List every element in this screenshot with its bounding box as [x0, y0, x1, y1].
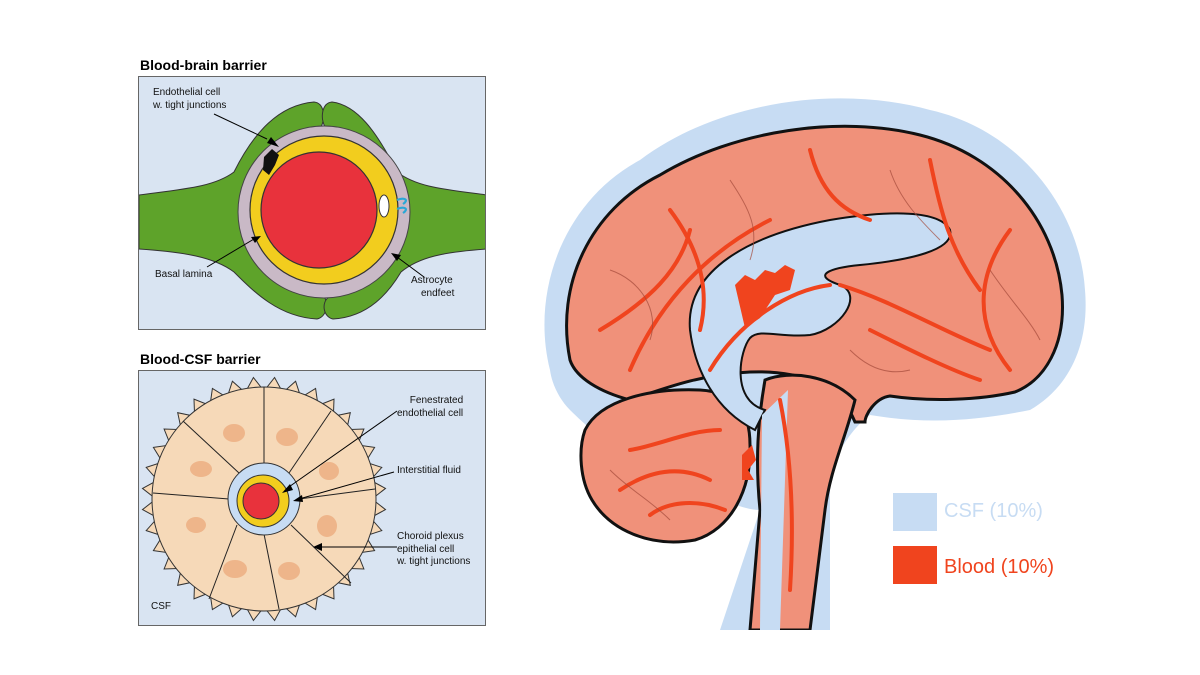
brain-illustration: [544, 98, 1086, 630]
lateral-ventricle: [688, 212, 952, 432]
csf-barrier-title: Blood-CSF barrier: [140, 351, 261, 367]
label-fenestrated-line1: Fenestrated: [409, 395, 464, 406]
cerebellum: [579, 388, 752, 544]
label-choroid: Choroid plexus epithelial cell w. tight …: [397, 531, 470, 569]
legend-csf-swatch: [893, 493, 937, 531]
bbb-panel: Endothelial cell w. tight junctions Basa…: [138, 76, 486, 330]
label-choroid-line1: Choroid plexus: [397, 531, 464, 542]
label-endothelial-line1: Endothelial cell: [153, 87, 221, 98]
label-astrocyte: Astrocyte endfeet: [411, 275, 454, 300]
legend-blood-swatch: [893, 546, 937, 584]
label-fenestrated: Fenestrated endothelial cell: [397, 395, 463, 420]
tight-junction: [263, 149, 279, 175]
label-basal-lamina: Basal lamina: [155, 269, 213, 280]
label-astrocyte-line2: endfeet: [421, 287, 455, 299]
aquaporin-mark: [396, 197, 407, 214]
label-endothelial: Endothelial cell w. tight junctions: [153, 87, 226, 112]
pointer-endothelial: [213, 113, 268, 140]
choroid-plexus-4th: [742, 445, 756, 480]
label-astrocyte-line1: Astrocyte: [411, 275, 453, 286]
blood-lumen: [260, 151, 378, 269]
choroid-plexus-ventricle: [735, 265, 795, 328]
label-csf: CSF: [151, 601, 171, 612]
label-choroid-line3: w. tight junctions: [397, 556, 471, 567]
legend-blood-label: Blood (10%): [944, 556, 1055, 578]
small-vessels: [609, 169, 1041, 521]
capillary-blood: [242, 482, 280, 520]
epithelial-nuclei: [186, 424, 339, 580]
pointer-basal: [206, 238, 255, 268]
csf-barrier-panel: Fenestrated endothelial cell Interstitia…: [138, 370, 486, 626]
bbb-diagram: [139, 101, 485, 320]
label-interstitial: Interstitial fluid: [397, 465, 461, 476]
epithelial-cell-boundaries: [152, 387, 376, 610]
label-choroid-line2: epithelial cell: [397, 543, 455, 555]
endothelial-nucleus: [378, 194, 390, 218]
legend-csf-label: CSF (10%): [944, 500, 1043, 522]
label-fenestrated-line2: endothelial cell: [397, 407, 464, 419]
pointer-fenestrated: [285, 410, 398, 490]
blood-vessels: [598, 148, 1012, 592]
bbb-title: Blood-brain barrier: [140, 57, 267, 73]
label-endothelial-line2: w. tight junctions: [153, 99, 227, 111]
pointer-interstitial: [298, 471, 395, 500]
csf-barrier-diagram: [141, 376, 398, 622]
cerebral-aqueduct: [760, 390, 788, 630]
pointer-astrocyte: [396, 256, 425, 278]
